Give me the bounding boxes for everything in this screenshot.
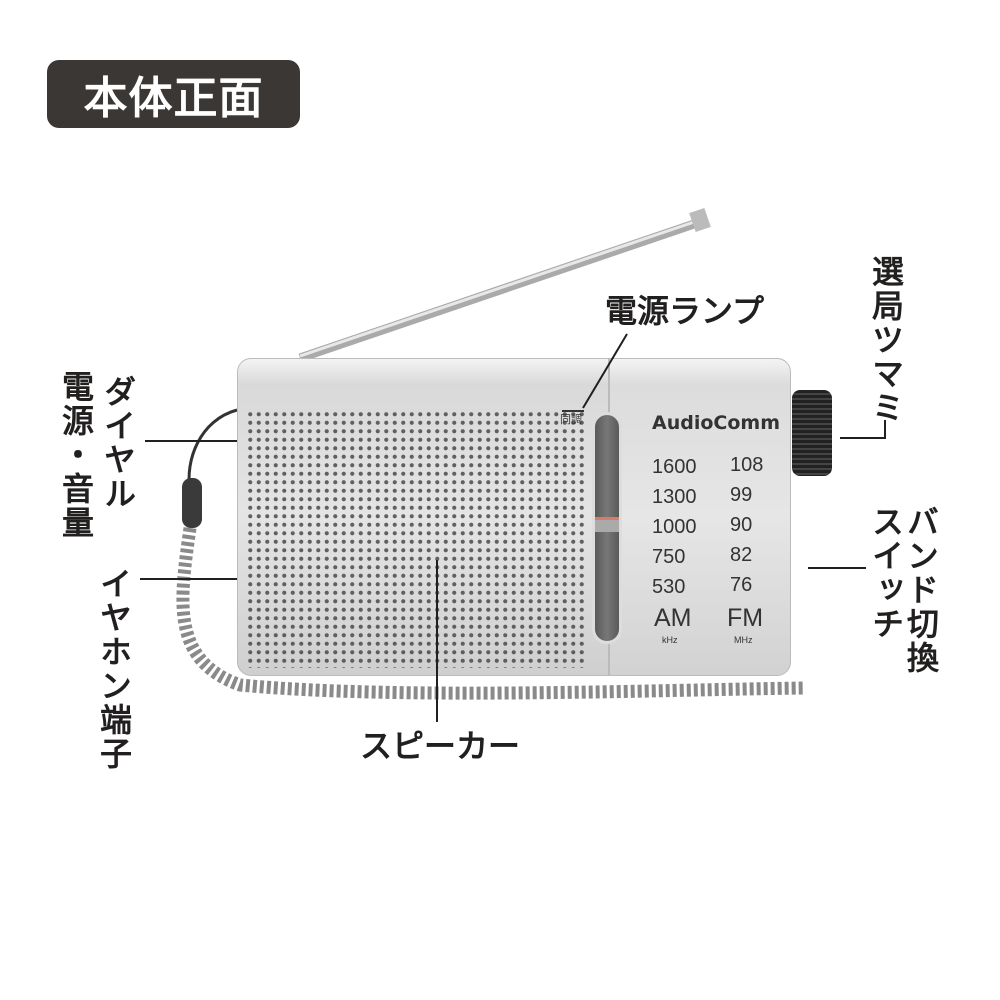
label-speaker: スピーカー [360, 727, 521, 765]
am-scale: 1600 1300 1000 750 530 [652, 452, 697, 602]
label-band-switch-2: スイッチ [867, 505, 905, 641]
power-lamp [562, 410, 584, 412]
am-freq: 1600 [652, 456, 697, 478]
fm-freq: 99 [730, 484, 753, 506]
tuning-label: 同調 [560, 413, 582, 426]
title-badge: 本体正面 [47, 60, 300, 128]
label-dial: ダイヤル [99, 375, 137, 511]
am-unit: kHz [662, 635, 678, 645]
am-freq: 530 [652, 576, 686, 598]
leader-tuning-knob [840, 437, 886, 439]
tuning-knob[interactable] [792, 390, 832, 476]
am-freq: 1300 [652, 486, 697, 508]
label-power-lamp: 電源ランプ [605, 292, 765, 330]
radio-body-tuner-side [609, 358, 791, 676]
leader-power-lamp [582, 333, 628, 409]
strap-cord [187, 408, 238, 491]
fm-freq: 90 [730, 514, 753, 536]
label-band-switch-1: バンド切換 [902, 505, 940, 675]
fm-scale: 108 99 90 82 76 [730, 450, 763, 600]
leader-tuning-knob-bracket [884, 420, 886, 439]
leader-band-switch [808, 567, 866, 569]
fm-freq: 108 [730, 454, 764, 476]
fm-freq: 76 [730, 574, 753, 596]
speaker-grill [246, 410, 586, 668]
tuning-needle [595, 517, 619, 532]
fm-freq: 82 [730, 544, 753, 566]
am-freq: 1000 [652, 516, 697, 538]
fm-unit: MHz [734, 635, 753, 645]
label-earphone-jack: イヤホン端子 [95, 567, 133, 771]
strap-cap [182, 478, 202, 528]
antenna [298, 217, 702, 363]
leader-earphone-jack [140, 578, 237, 580]
label-power-volume: 電源・音量 [57, 370, 95, 540]
leader-speaker [436, 560, 438, 722]
am-freq: 750 [652, 546, 686, 568]
fm-label: FM [727, 604, 764, 632]
label-tuning-knob: 選局ツマミ [867, 255, 905, 425]
antenna-tip [689, 207, 711, 233]
brand-logo: AudioComm [652, 412, 780, 434]
leader-dial [145, 440, 237, 442]
am-label: AM [654, 604, 692, 632]
